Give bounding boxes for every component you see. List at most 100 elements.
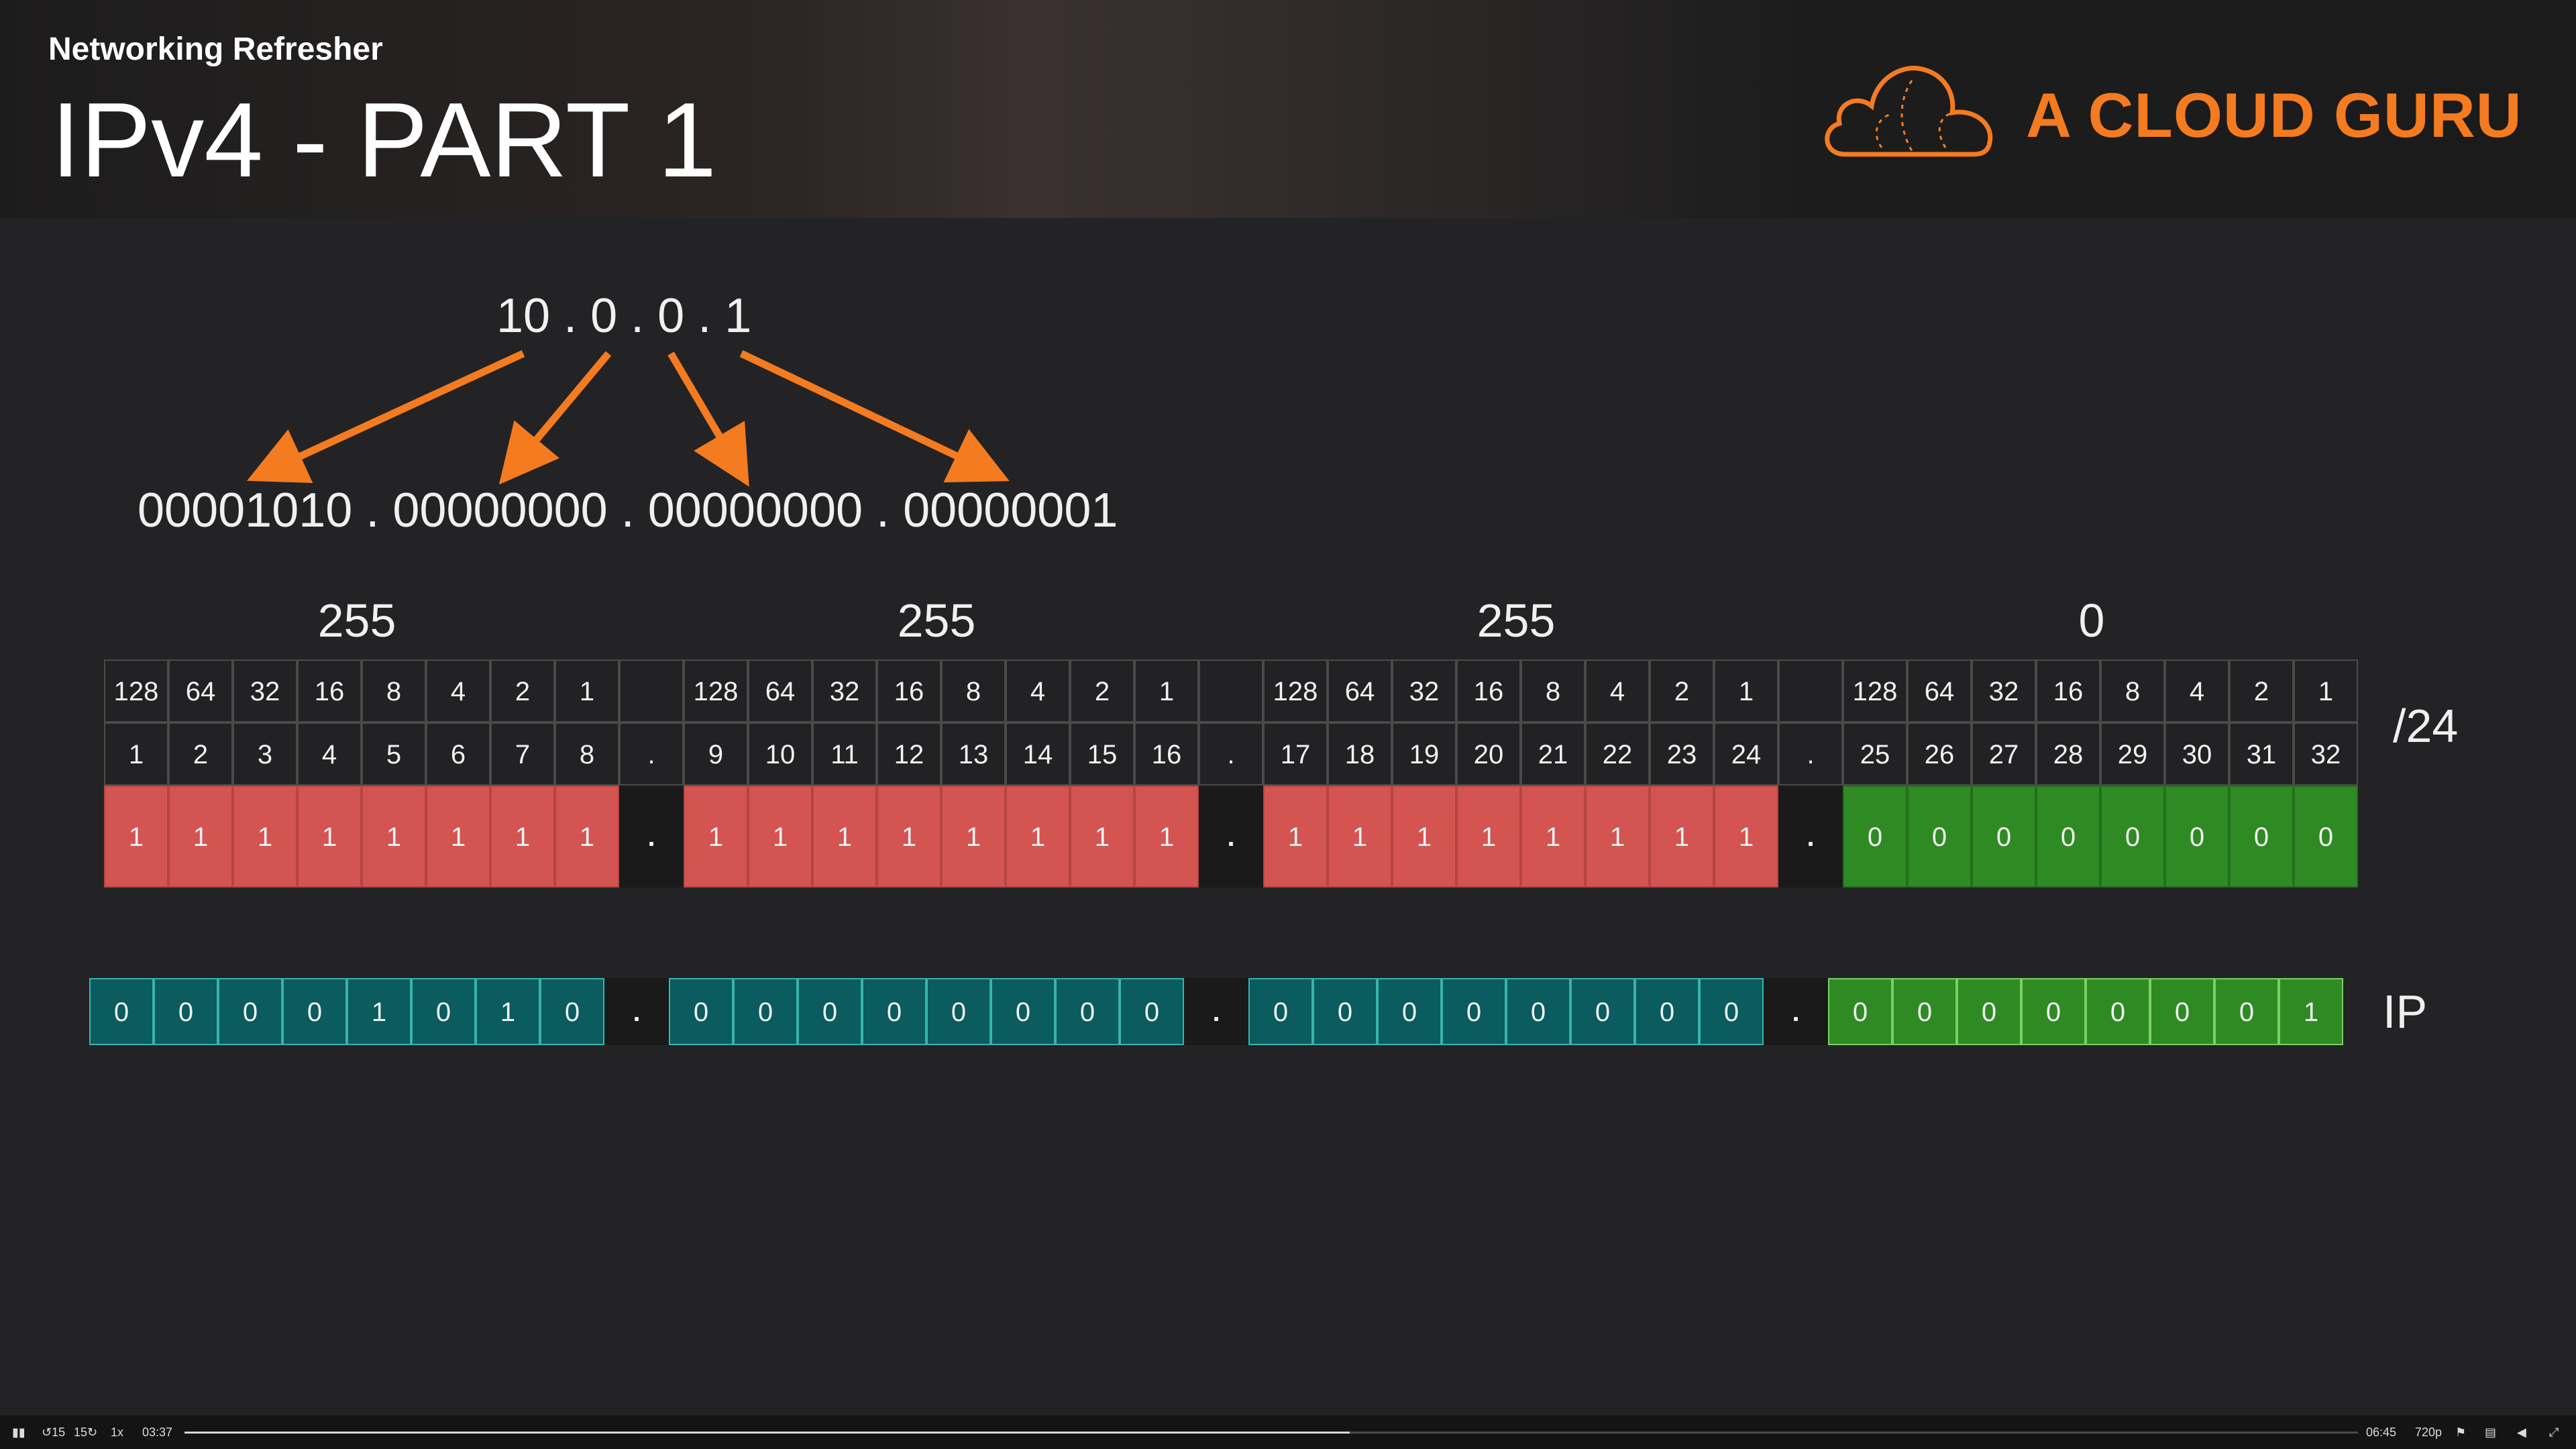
arrow-octet-1: [247, 350, 525, 483]
ip-bit-cell: 0: [2214, 978, 2279, 1045]
separator-cell: [1778, 659, 1843, 722]
fullscreen-icon[interactable]: ⤢: [2549, 1426, 2559, 1439]
mask-bit-cell: 0: [2229, 786, 2294, 888]
ip-bit-cell: 0: [1442, 978, 1506, 1045]
bit-position-cell: 32: [2294, 722, 2358, 786]
current-time: 03:37: [142, 1426, 173, 1439]
ip-bit-cell: 0: [991, 978, 1055, 1045]
pause-button[interactable]: ▮▮: [12, 1426, 25, 1439]
bit-weight-cell: 1: [2294, 659, 2358, 722]
mask-bit-cell: 1: [104, 786, 168, 888]
mask-bit-cell: 0: [2165, 786, 2229, 888]
mask-bit-cell: 0: [1972, 786, 2036, 888]
skip-forward-label: 15: [74, 1426, 88, 1439]
bit-position-cell: 31: [2229, 722, 2294, 786]
bit-position-cell: 20: [1456, 722, 1521, 786]
duration: 06:45: [2366, 1426, 2397, 1439]
mask-bit-cell: 1: [1456, 786, 1521, 888]
ip-bit-cell: 0: [733, 978, 798, 1045]
bit-weight-cell: 128: [1263, 659, 1328, 722]
bit-weight-cell: 64: [168, 659, 233, 722]
octet-value-1: 255: [317, 594, 396, 647]
quality-button[interactable]: 720p: [2415, 1426, 2443, 1439]
mask-bit-cell: 1: [684, 786, 748, 888]
mask-bit-cell: 1: [1585, 786, 1650, 888]
mask-bit-cell: 1: [1006, 786, 1070, 888]
bit-position-cell: 1: [104, 722, 168, 786]
progress-fill: [184, 1432, 1350, 1434]
bit-weight-cell: 64: [748, 659, 812, 722]
rewind-icon: ↺: [42, 1426, 52, 1439]
bit-weight-cell: 2: [1070, 659, 1134, 722]
bit-position-cell: 11: [812, 722, 877, 786]
mask-bit-cell: 0: [2100, 786, 2165, 888]
bit-position-cell: 14: [1006, 722, 1070, 786]
ip-bit-cell: 1: [347, 978, 411, 1045]
separator-cell: .: [1199, 786, 1263, 888]
bit-position-cell: 21: [1521, 722, 1585, 786]
ip-bit-cell: 0: [1699, 978, 1764, 1045]
volume-icon[interactable]: ◀: [2517, 1426, 2526, 1439]
mask-bit-cell: 1: [426, 786, 490, 888]
flag-icon[interactable]: ⚑: [2455, 1426, 2467, 1439]
octet-value-2: 255: [897, 594, 976, 647]
bit-weight-cell: 8: [941, 659, 1006, 722]
ip-bit-cell: 0: [282, 978, 347, 1045]
bit-position-cell: 4: [297, 722, 362, 786]
mask-bit-cell: 1: [233, 786, 297, 888]
separator-cell: .: [1764, 978, 1828, 1045]
skip-forward-button[interactable]: 15↻: [74, 1426, 97, 1440]
progress-bar[interactable]: [184, 1432, 2358, 1434]
bit-position-cell: 10: [748, 722, 812, 786]
cloud-icon: [1825, 66, 1993, 157]
ip-bit-cell: 0: [1120, 978, 1184, 1045]
bit-weight-cell: 16: [877, 659, 941, 722]
bit-weight-cell: 32: [812, 659, 877, 722]
mask-bit-cell: 1: [297, 786, 362, 888]
ip-bit-cell: 0: [1570, 978, 1635, 1045]
bit-position-cell: 28: [2036, 722, 2100, 786]
mask-bit-cell: 1: [168, 786, 233, 888]
ip-bit-cell: 0: [862, 978, 926, 1045]
bit-position-cell: 7: [490, 722, 555, 786]
logo-text: A CLOUD GURU: [2026, 80, 2522, 150]
playback-speed-button[interactable]: 1x: [111, 1426, 124, 1439]
separator-cell: .: [1199, 722, 1263, 786]
mask-bit-cell: 1: [1521, 786, 1585, 888]
mask-bit-cell: 0: [2294, 786, 2358, 888]
bit-position-cell: 18: [1328, 722, 1392, 786]
slide-subtitle: Networking Refresher: [48, 32, 383, 67]
bit-position-cell: 12: [877, 722, 941, 786]
ip-bit-cell: 0: [2150, 978, 2214, 1045]
bit-weight-cell: 32: [233, 659, 297, 722]
bit-weight-cell: 128: [104, 659, 168, 722]
bit-weight-cell: 2: [490, 659, 555, 722]
bit-weight-cell: 1: [1714, 659, 1778, 722]
mask-bit-cell: 1: [1650, 786, 1714, 888]
bit-position-cell: 16: [1134, 722, 1199, 786]
mask-bit-cell: 1: [941, 786, 1006, 888]
bit-position-cell: 26: [1907, 722, 1972, 786]
bit-position-cell: 8: [555, 722, 619, 786]
slide-title: IPv4 - PART 1: [51, 81, 717, 199]
separator-cell: [1199, 659, 1263, 722]
mask-bit-cell: 1: [748, 786, 812, 888]
bit-position-cell: 15: [1070, 722, 1134, 786]
ip-bit-cell: 0: [540, 978, 604, 1045]
octet-value-3: 255: [1477, 594, 1556, 647]
bit-weight-cell: 8: [1521, 659, 1585, 722]
ip-bit-cell: 0: [926, 978, 991, 1045]
captions-icon[interactable]: ▤: [2485, 1426, 2497, 1439]
mask-bit-cell: 1: [1714, 786, 1778, 888]
arrow-octet-2: [498, 351, 612, 485]
mask-bit-cell: 1: [362, 786, 426, 888]
bit-weight-cell: 2: [1650, 659, 1714, 722]
bit-weight-cell: 8: [362, 659, 426, 722]
skip-back-button[interactable]: ↺15: [42, 1426, 65, 1440]
bit-position-cell: 17: [1263, 722, 1328, 786]
